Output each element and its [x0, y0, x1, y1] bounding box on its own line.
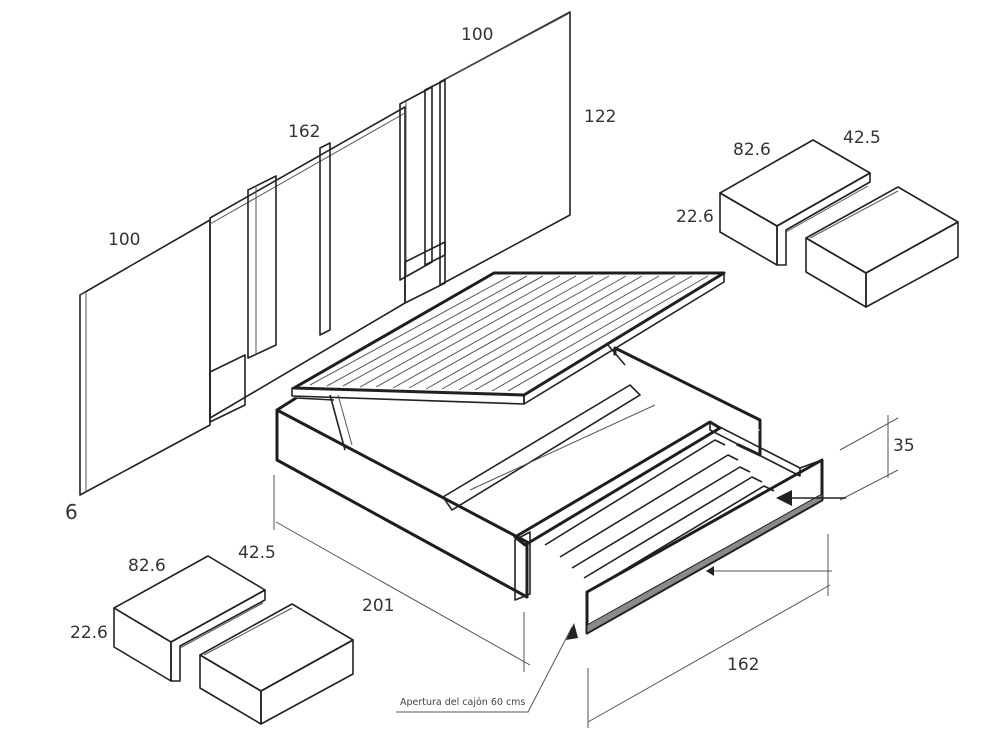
- lift-mechanism: [329, 344, 626, 451]
- bed-length-label: 201: [362, 596, 394, 616]
- drawer-front-strip: [586, 493, 823, 634]
- width-dimension-line: [587, 584, 831, 723]
- bed-lift-top: [291, 271, 726, 405]
- bed-inner-base: [335, 355, 760, 530]
- headboard-base-left: [209, 354, 246, 423]
- bed-frame: [275, 271, 762, 601]
- note-pointer-head: [566, 623, 578, 640]
- nightstand-top-depth-label: 42.5: [843, 128, 881, 148]
- bed-center-divider: [442, 384, 641, 511]
- bed-back-rail: [295, 397, 335, 401]
- headboard-height-label: 122: [584, 107, 616, 127]
- bed-left-side-top: [276, 396, 297, 412]
- note-pointer: [396, 626, 573, 713]
- nightstand-bottom-width-label: 82.6: [128, 556, 166, 576]
- nightstand-bottom-depth-label: 42.5: [238, 543, 276, 563]
- nightstand-top-height-label: 22.6: [676, 207, 714, 227]
- headboard-center-panel-top: [209, 112, 406, 225]
- headboard-base-right: [404, 241, 446, 304]
- bed-divider-shadow: [469, 404, 656, 491]
- nightstand-bottom-group: [113, 555, 354, 725]
- headboard-right-panel: [439, 11, 571, 286]
- drawer-opening-note: Apertura del cajón 60 cms: [400, 697, 525, 708]
- headboard-right-width-label: 100: [461, 25, 493, 45]
- drawer-arrow-head: [776, 490, 792, 506]
- headboard-slats: [247, 79, 446, 359]
- headboard-thickness-label: 6: [65, 500, 78, 524]
- headboard-center-width-label: 162: [288, 122, 320, 142]
- bed-height-label: 35: [893, 436, 915, 456]
- headboard-left-panel-top: [79, 291, 87, 296]
- nightstand-top-width-label: 82.6: [733, 140, 771, 160]
- nightstand-top-group: [719, 139, 959, 308]
- headboard-right-panel-top: [445, 13, 569, 80]
- nightstand-bottom-height-label: 22.6: [70, 623, 108, 643]
- headboard-left-panel: [79, 219, 211, 496]
- headboard-left-width-label: 100: [108, 230, 140, 250]
- headboard: [79, 11, 571, 496]
- drawer-back-wall: [709, 421, 801, 477]
- drawer: [513, 420, 824, 635]
- lift-top-slats: [309, 275, 709, 392]
- bed-width-label: 162: [727, 655, 759, 675]
- bed-dimensions: [273, 415, 899, 728]
- drawer-floor: [544, 439, 775, 588]
- drawer-strip-pointer-head: [706, 566, 714, 576]
- length-dimension-line: [275, 521, 531, 666]
- bed-foot-post: [514, 531, 531, 601]
- headboard-center-panel: [209, 106, 406, 419]
- drawer-front-top: [799, 459, 823, 469]
